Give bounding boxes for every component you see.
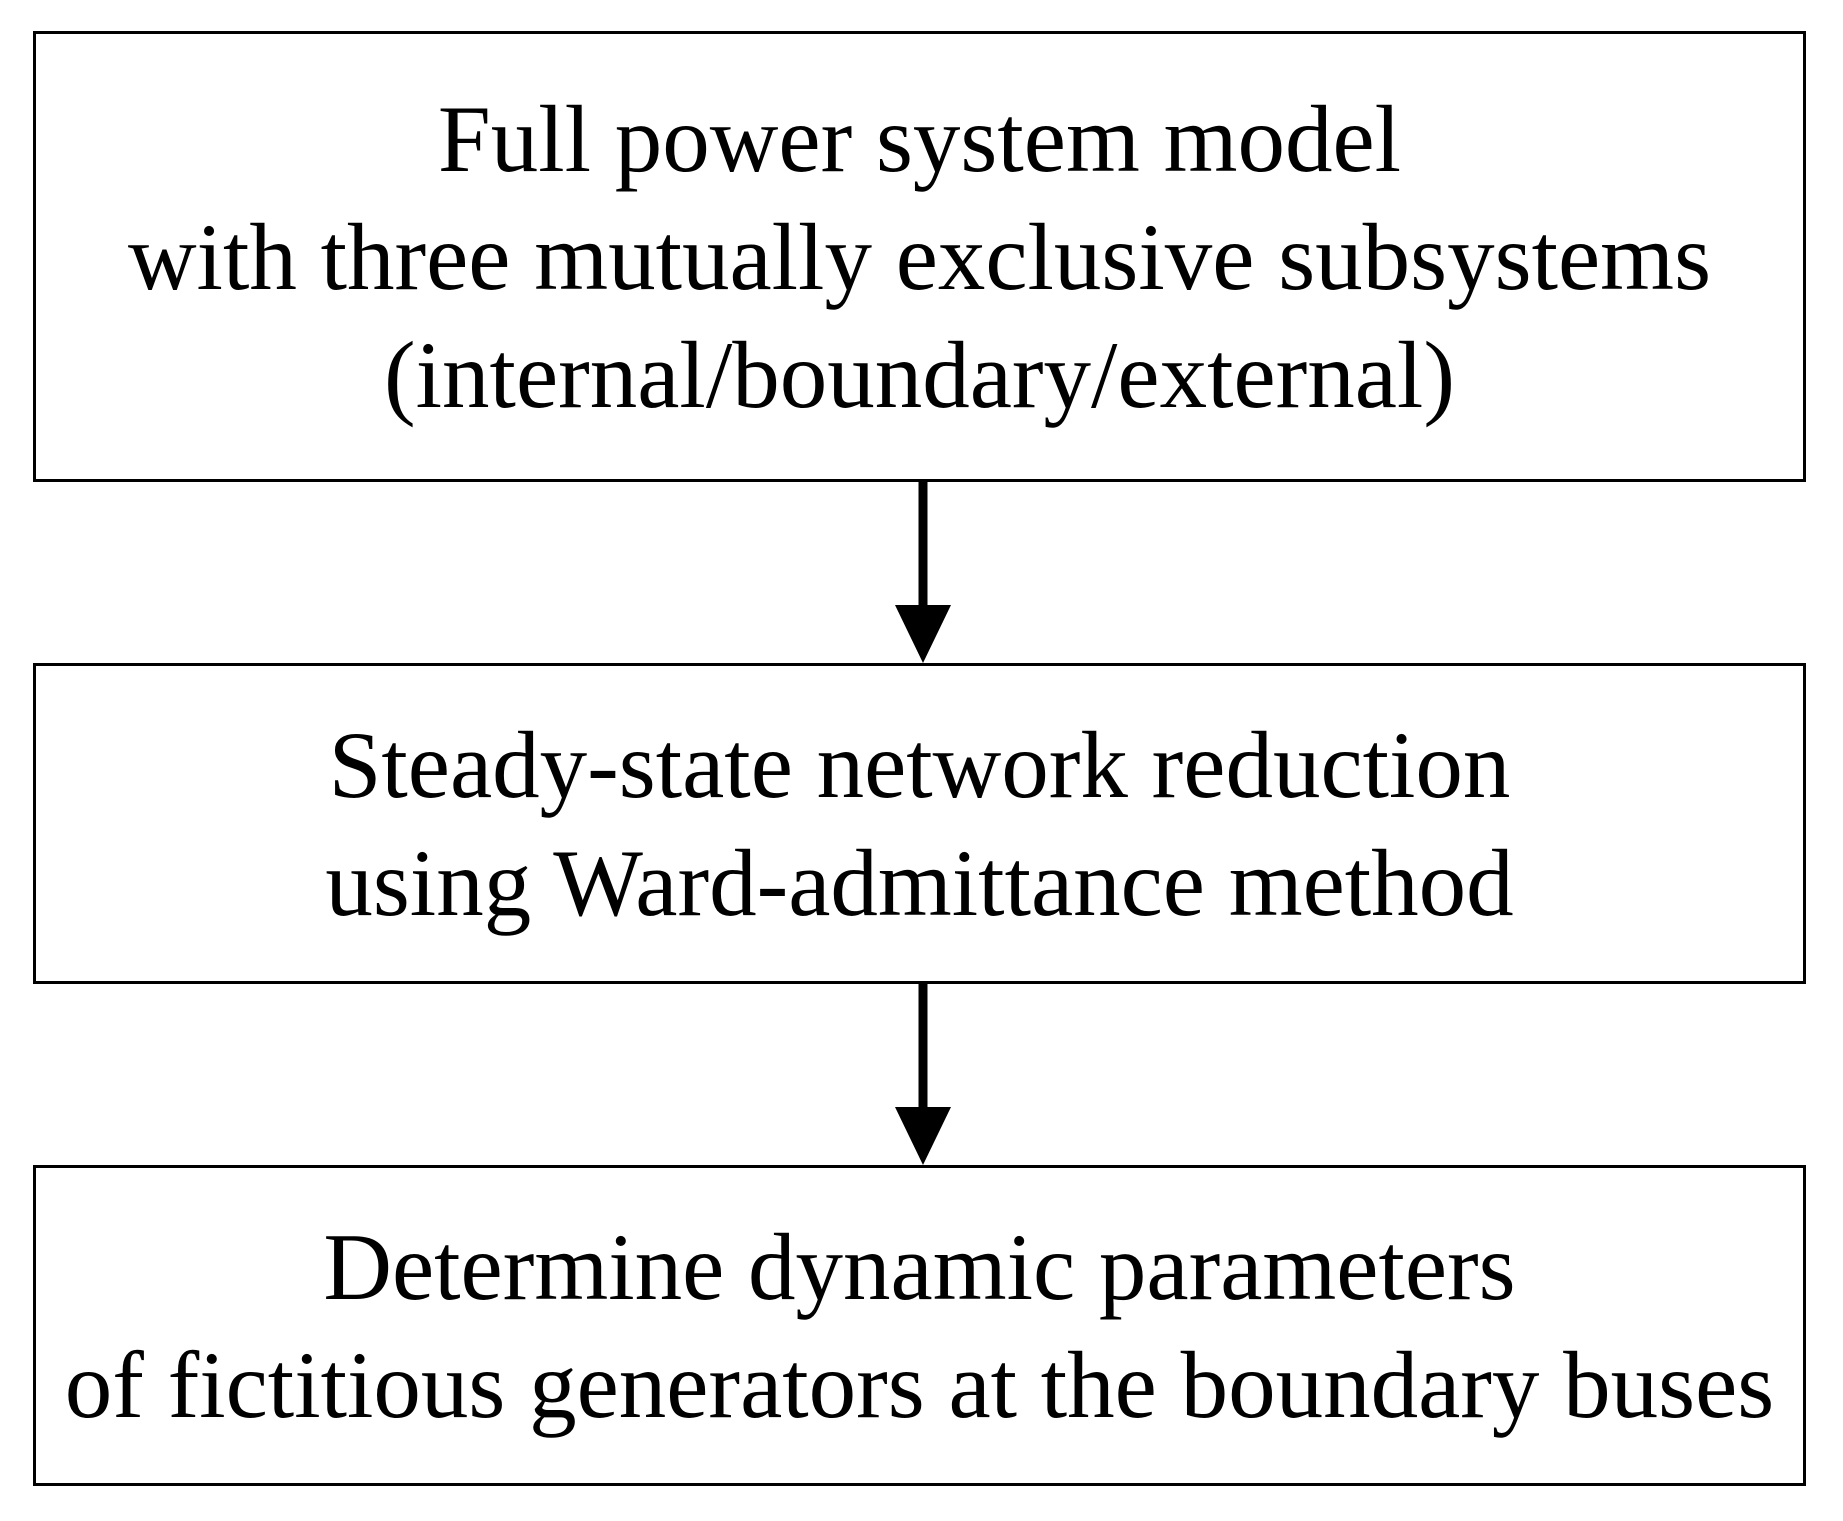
box-text-line: Full power system model <box>437 85 1402 192</box>
flowchart-box-determine-dynamic-parameters: Determine dynamic parameters of fictitio… <box>33 1165 1806 1486</box>
box-text-line: Steady-state network reduction <box>328 711 1511 818</box>
box-text-line: (internal/boundary/external) <box>384 321 1455 428</box>
arrow-head-icon <box>895 605 951 663</box>
box-text-line: Determine dynamic parameters <box>323 1213 1516 1320</box>
box-text-line: using Ward-admittance method <box>325 829 1514 936</box>
arrow-shaft <box>918 984 928 1109</box>
flowchart-box-steady-state-network-reduction: Steady-state network reduction using War… <box>33 663 1806 984</box>
box-text-line: with three mutually exclusive subsystems <box>127 203 1712 310</box>
box-text-line: of fictitious generators at the boundary… <box>64 1331 1775 1438</box>
arrow-head-icon <box>895 1107 951 1165</box>
down-arrow-2 <box>895 984 951 1165</box>
arrow-shaft <box>918 482 928 607</box>
flowchart-box-full-power-system-model: Full power system model with three mutua… <box>33 31 1806 482</box>
down-arrow-1 <box>895 482 951 663</box>
